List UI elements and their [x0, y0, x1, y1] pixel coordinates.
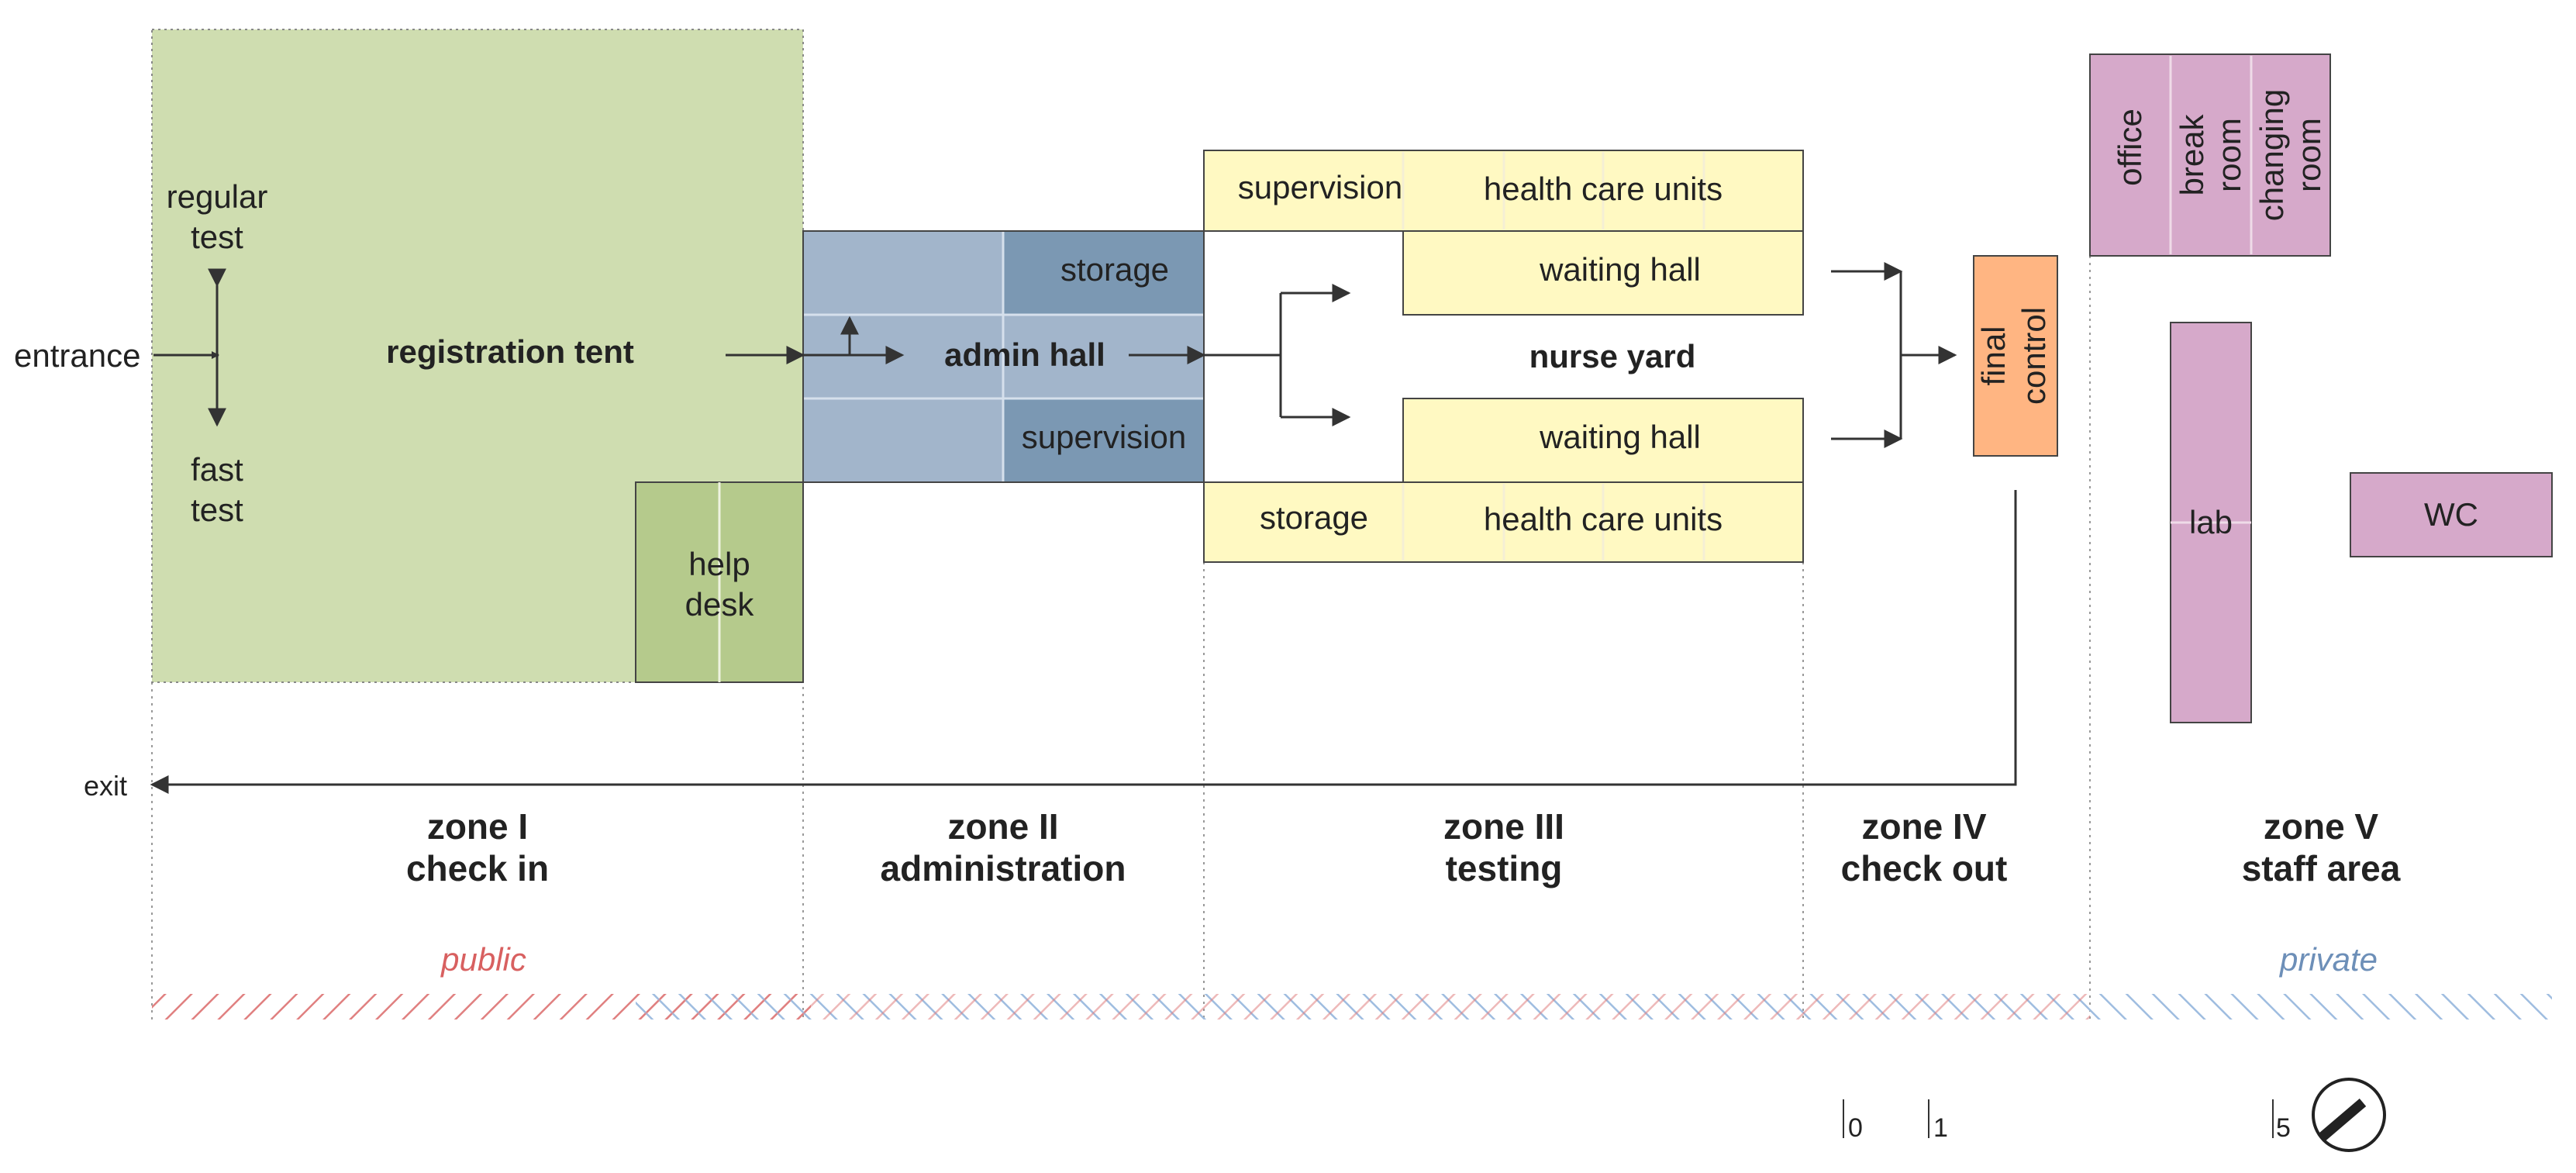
final-control-label-line1: final — [1975, 326, 2012, 385]
exit-label: exit — [84, 770, 127, 802]
final-control-box — [1973, 255, 2058, 457]
break-room-label-line2: room — [2211, 118, 2247, 192]
scale-tick-1: 1 — [1933, 1113, 1948, 1143]
zone-3-name: testing — [1446, 848, 1563, 888]
health-care-units-bottom-label: health care units — [1484, 501, 1723, 537]
zone-separators — [151, 256, 2091, 1019]
zone-2-name: administration — [881, 848, 1126, 888]
nurse-yard-label: nurse yard — [1529, 338, 1696, 374]
health-care-units-bottom — [1203, 481, 1804, 563]
changing-room-label-line2: room — [2291, 118, 2327, 192]
help-desk-label-line2: desk — [685, 586, 755, 623]
staff-rooms — [2089, 53, 2553, 723]
regular-label-line1: regular — [167, 178, 268, 215]
entrance-label: entrance — [14, 337, 140, 374]
access-band — [152, 994, 2552, 1019]
circulation-arrows — [150, 262, 2017, 794]
scale-tick-5: 5 — [2276, 1113, 2291, 1143]
zone-1-number: zone I — [427, 806, 528, 847]
waiting-hall-bottom-label: waiting hall — [1539, 419, 1701, 455]
help-desk-label-line1: help — [688, 546, 750, 582]
waiting-hall-top-label: waiting hall — [1539, 251, 1701, 288]
scale-bar — [1843, 1099, 2274, 1138]
final-control-label-line2: control — [2016, 307, 2052, 405]
lab-label: lab — [2189, 504, 2233, 540]
zone-4-name: check out — [1841, 848, 2008, 888]
help-desk — [635, 481, 804, 683]
health-care-units-top — [1203, 150, 1804, 232]
changing-room-label-line1: changing — [2254, 89, 2290, 221]
break-room-label-line1: break — [2174, 113, 2210, 195]
health-care-units-top-label: health care units — [1484, 171, 1723, 207]
supervision-top-label: supervision — [1238, 169, 1402, 205]
admin-hall-label: admin hall — [944, 336, 1105, 373]
fast-label-line1: fast — [191, 451, 243, 488]
waiting-hall-top — [1402, 230, 1804, 316]
zone-1-name: check in — [406, 848, 549, 888]
zone-5-number: zone V — [2264, 806, 2379, 847]
regular-label-line2: test — [191, 219, 243, 255]
admin-supervision-label: supervision — [1022, 419, 1186, 455]
fast-label-line2: test — [191, 492, 243, 528]
zone-3-number: zone III — [1443, 806, 1564, 847]
zone-5-name: staff area — [2242, 848, 2401, 888]
admin-storage-label: storage — [1060, 251, 1169, 288]
zone-4-number: zone IV — [1861, 806, 1986, 847]
private-label: private — [2278, 941, 2378, 978]
north-arrow-icon — [2312, 1078, 2386, 1152]
wc-label: WC — [2424, 496, 2478, 533]
storage-bottom-label: storage — [1260, 499, 1368, 536]
public-label: public — [440, 941, 526, 978]
waiting-hall-bottom — [1402, 398, 1804, 483]
office-label: office — [2112, 109, 2148, 186]
scale-tick-0: 0 — [1848, 1113, 1863, 1143]
zone-2-number: zone II — [947, 806, 1058, 847]
registration-tent-label: registration tent — [386, 333, 634, 370]
